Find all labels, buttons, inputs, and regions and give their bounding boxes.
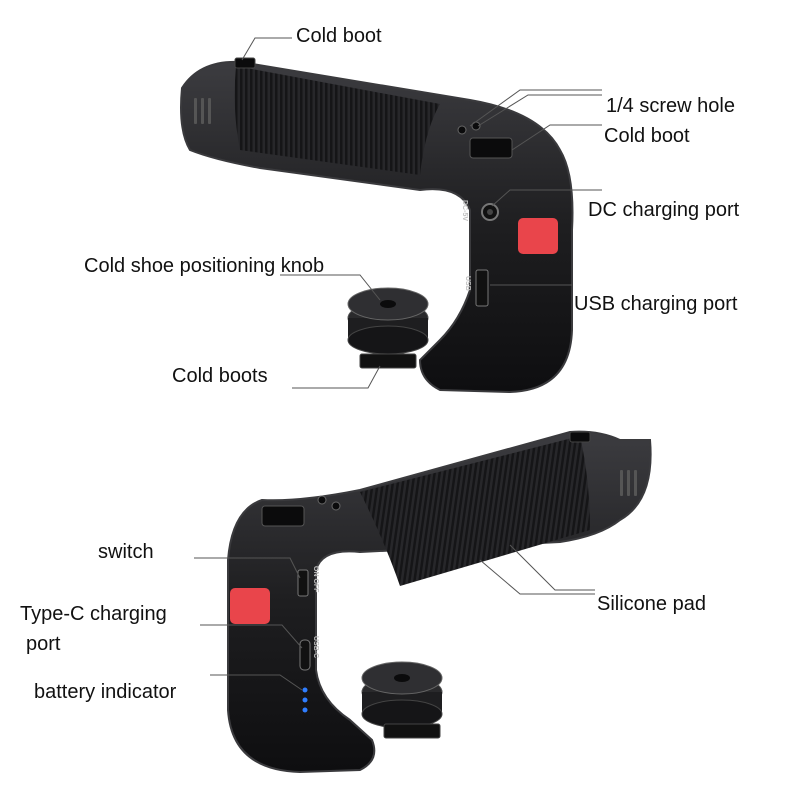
usb-port-icon (475, 269, 489, 307)
label-battery-indicator: battery indicator (34, 681, 177, 703)
label-knob: Cold shoe positioning knob (84, 255, 325, 277)
red-button-icon (230, 588, 270, 624)
label-cold-boots: Cold boots (172, 365, 268, 387)
label-switch: switch (98, 541, 154, 563)
label-screw-hole: 1/4 screw hole (606, 95, 735, 117)
cold-boot-icon (569, 431, 591, 443)
label-cold-boot-right: Cold boot (604, 125, 690, 147)
cold-boot-icon (383, 723, 441, 739)
led-indicator-icon (302, 707, 308, 713)
type-c-port-icon (299, 639, 311, 671)
screw-hole-icon (331, 501, 341, 511)
top-handle: DC-5V USB (180, 57, 574, 394)
red-button-icon (518, 218, 558, 254)
usb-print: USB (464, 276, 471, 291)
cold-boot-icon (234, 57, 256, 69)
top-vent-slots (194, 98, 211, 124)
bottom-vent-slots (620, 470, 637, 496)
leader-lines (194, 37, 602, 691)
cold-boot-icon (359, 353, 417, 369)
cold-boot-icon (261, 505, 305, 527)
screw-hole-icon (317, 495, 327, 505)
label-silicone-pad: Silicone pad (597, 593, 706, 615)
dc-print: DC-5V (461, 200, 468, 221)
bottom-handle: ON OFF USB-C (227, 430, 652, 774)
label-type-c-line1: Type-C charging (20, 603, 167, 625)
top-grip-silicone (234, 66, 440, 175)
label-dc-port: DC charging port (588, 199, 740, 221)
on-off-print: ON OFF (312, 566, 319, 593)
screw-hole-icon (457, 125, 467, 135)
cold-boot-icon (469, 137, 513, 159)
switch-icon (297, 569, 309, 597)
label-usb-port: USB charging port (574, 293, 738, 315)
usb-c-print: USB-C (312, 636, 319, 658)
label-type-c-line2: port (26, 633, 61, 655)
led-indicator-icon (302, 697, 308, 703)
led-indicator-icon (302, 687, 308, 693)
label-cold-boot-top: Cold boot (296, 25, 382, 47)
bottom-grip-silicone (360, 436, 590, 586)
